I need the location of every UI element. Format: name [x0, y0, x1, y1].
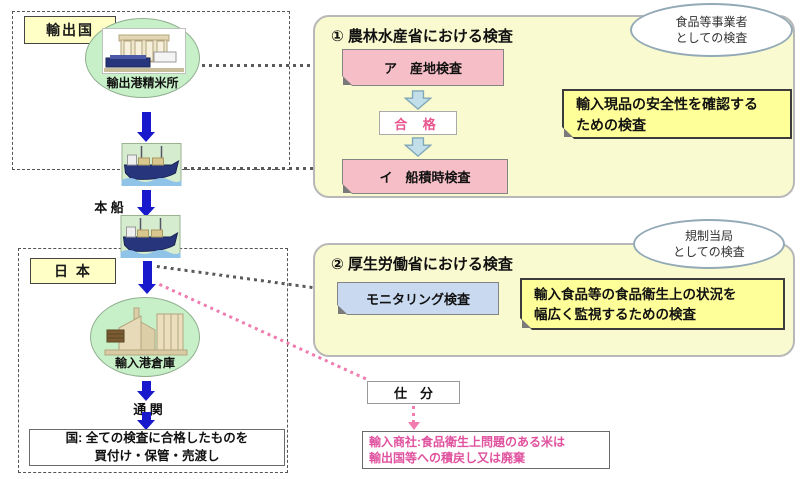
sorting-arrowhead-icon	[408, 422, 420, 430]
origin-inspection-label: ア 産地検査	[383, 61, 462, 76]
state-purchase-line2: 買付け・保管・売渡し	[94, 448, 220, 463]
export-country-label: 輸出国	[46, 22, 94, 38]
import-warehouse-ellipse: 輸入港倉庫	[90, 297, 200, 377]
sorting-box: 仕 分	[367, 381, 460, 404]
mhlw-note: 輸入食品等の食品衛生上の状況を 幅広く監視するための検査	[520, 278, 785, 330]
monitoring-inspection-box: モニタリング検査	[337, 282, 499, 315]
mhlw-panel-title: ② 厚生労働省における検査	[331, 256, 513, 273]
flow-arrow-ship-to-ship	[137, 190, 155, 217]
cargo-ship-illustration	[120, 215, 181, 258]
vessel-label: 本 船	[94, 200, 124, 215]
flow-arrow-mill-to-ship	[137, 112, 155, 142]
japan-tag: 日 本	[30, 258, 116, 284]
rice-mill-illustration	[102, 28, 186, 74]
flow-arrow-warehouse-to-customs	[137, 381, 155, 401]
state-purchase-line1: 国: 全ての検査に合格したものを	[65, 431, 249, 445]
mhlw-note-line2: 幅広く監視するための検査	[534, 306, 696, 322]
pass-arrow-icon	[404, 90, 432, 110]
origin-inspection-box: ア 産地検査	[342, 49, 504, 86]
maff-panel-title: ① 農林水産省における検査	[331, 28, 513, 45]
flow-arrow-customs-to-purchase	[137, 412, 155, 430]
maff-badge-line2: としての検査	[675, 31, 748, 45]
maff-note-line2: ための検査	[576, 116, 646, 133]
pass-status-box: 合 格	[379, 111, 457, 135]
warehouse-illustration	[104, 307, 188, 356]
maff-badge-line1: 食品等事業者	[675, 14, 748, 29]
state-purchase-box: 国: 全ての検査に合格したものを 買付け・保管・売渡し	[29, 429, 285, 466]
sorting-label: 仕 分	[393, 386, 433, 401]
importer-disposal-line1: 輸入商社:食品衛生上問題のある米は	[369, 435, 565, 450]
export-mill-ellipse: 輸出港精米所	[85, 18, 200, 98]
mhlw-note-line1: 輸入食品等の食品衛生上の状況を	[534, 286, 737, 302]
loading-inspection-label: イ 船積時検査	[379, 170, 471, 185]
mhlw-badge-line1: 規制当局	[684, 228, 733, 243]
mhlw-role-badge: 規制当局 としての検査	[633, 219, 785, 269]
importer-disposal-line2: 輸出国等への積戻し又は廃棄	[369, 451, 526, 465]
import-warehouse-label: 輸入港倉庫	[114, 356, 175, 370]
customs-label: 通 関	[133, 402, 163, 417]
pass-arrow-icon	[404, 137, 432, 157]
pass-status-label: 合 格	[394, 116, 442, 132]
japan-label: 日 本	[54, 263, 92, 279]
connector-sorting-down	[412, 406, 415, 422]
importer-disposal-note: 輸入商社:食品衛生上問題のある米は 輸出国等への積戻し又は廃棄	[362, 431, 610, 469]
maff-note-line1: 輸入現品の安全性を確認する	[576, 96, 758, 113]
maff-role-badge: 食品等事業者 としての検査	[630, 3, 793, 57]
connector-mill-to-origin-inspection	[202, 64, 340, 67]
loading-inspection-box: イ 船積時検査	[342, 159, 508, 194]
connector-ship-to-loading-inspection	[184, 167, 340, 170]
flow-arrow-ship-to-warehouse	[138, 261, 156, 294]
export-mill-label: 輸出港精米所	[106, 76, 179, 90]
cargo-ship-illustration	[121, 143, 182, 186]
maff-note: 輸入現品の安全性を確認する ための検査	[562, 89, 792, 139]
monitoring-inspection-label: モニタリング検査	[365, 292, 470, 307]
mhlw-badge-line2: としての検査	[673, 245, 745, 259]
